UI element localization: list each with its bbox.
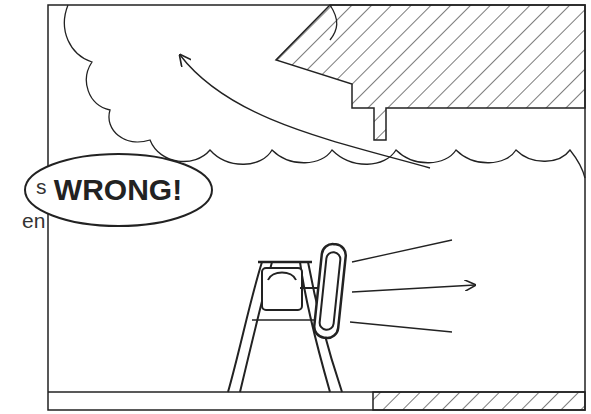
airflow-line: [350, 322, 452, 332]
cropped-text: en: [22, 209, 45, 233]
fan: [228, 243, 347, 392]
cropped-text: s: [36, 175, 47, 199]
smoke-cloud-edge: [330, 5, 337, 40]
floor-hatch: [373, 392, 585, 410]
smoke-cloud: [64, 5, 585, 178]
airflow-arrow: [352, 285, 475, 292]
airflow-line: [352, 240, 452, 262]
ceiling-beam: [276, 5, 585, 140]
smoke-flow-arrow: [180, 55, 430, 168]
callout-ellipse: WRONG!: [23, 152, 214, 228]
warning-text: WRONG!: [54, 173, 182, 207]
